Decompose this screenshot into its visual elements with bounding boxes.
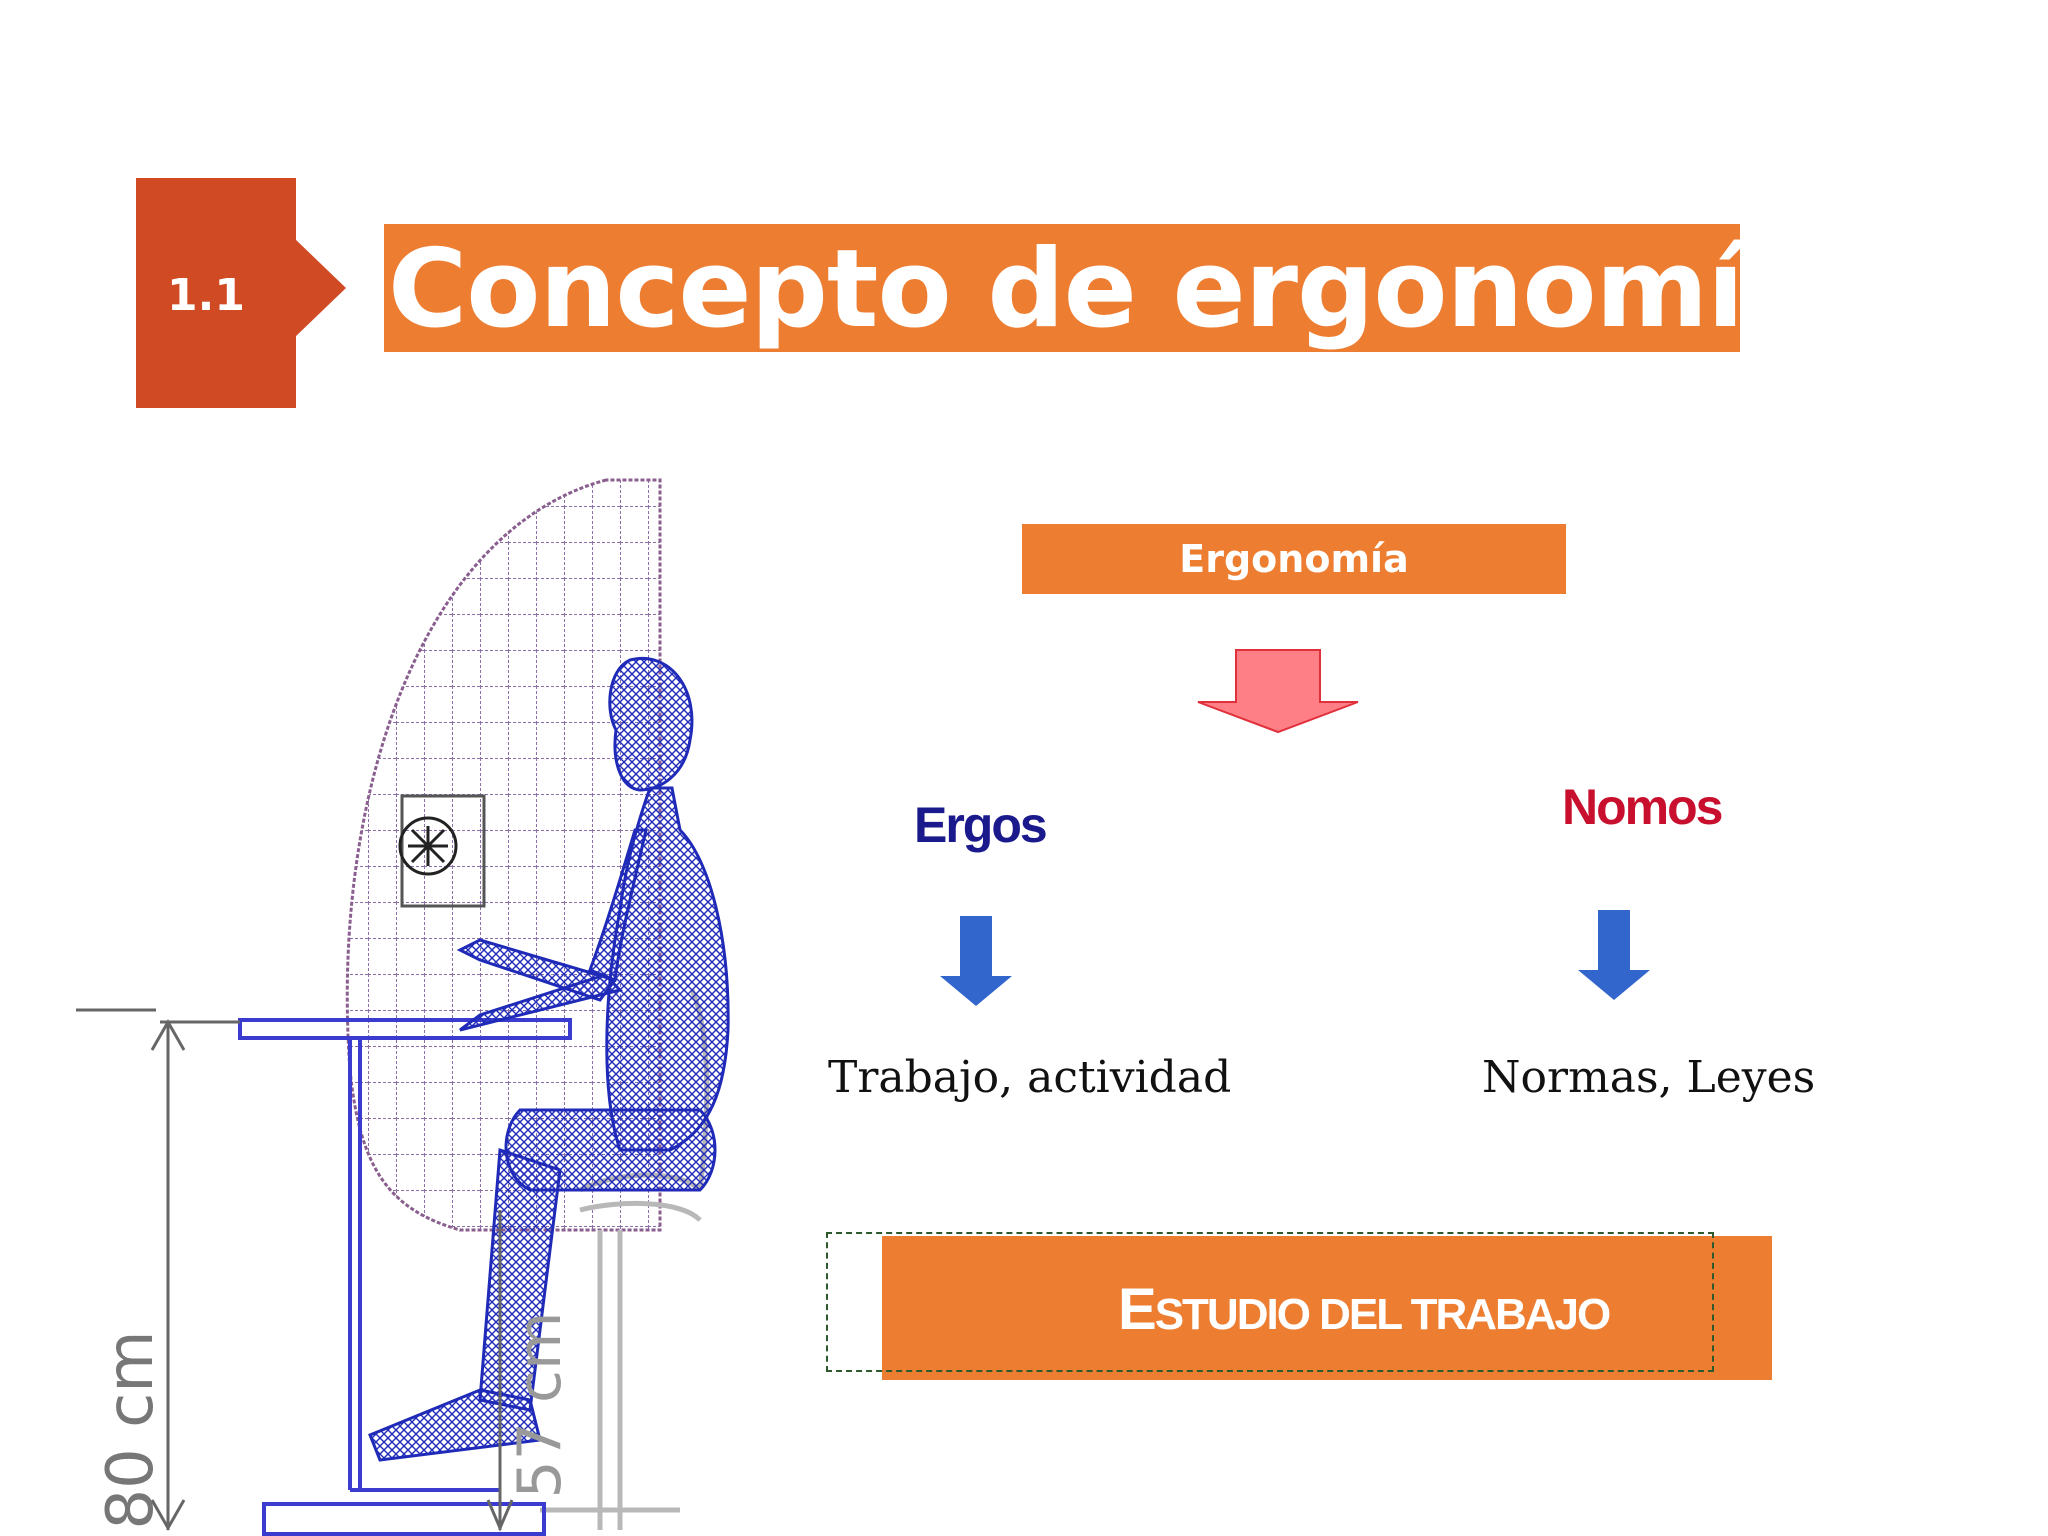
- result-box: [882, 1236, 1772, 1380]
- down-arrow-icon: [1578, 910, 1650, 1000]
- ergonomia-label: Ergonomía: [1179, 537, 1409, 581]
- down-arrow-icon: [940, 916, 1012, 1006]
- page-title: Concepto de ergonomía: [388, 227, 1816, 352]
- section-number: 1.1: [167, 270, 245, 321]
- ergonomia-root-box: Ergonomía: [1022, 524, 1566, 594]
- nomos-meaning: Normas, Leyes: [1482, 1052, 1816, 1103]
- ergonomic-workstation-illustration: 80 cm 57 cm: [76, 478, 730, 1536]
- section-badge: [136, 178, 296, 408]
- ergos-term: Ergos: [914, 797, 1048, 853]
- nomos-term: Nomos: [1562, 779, 1723, 835]
- result-label-initial: E: [1118, 1277, 1157, 1342]
- height-label-57: 57 cm: [505, 1312, 575, 1499]
- result-label-rest-word: STUDIO: [1154, 1290, 1311, 1339]
- result-selection-outline: [826, 1232, 1714, 1372]
- result-label-rest: DEL TRABAJO: [1308, 1290, 1611, 1339]
- title-bar: [384, 224, 1740, 352]
- down-arrow-icon: [1197, 649, 1359, 734]
- ergos-meaning: Trabajo, actividad: [828, 1052, 1232, 1103]
- result-label: ESTUDIO DEL TRABAJO: [1118, 1276, 1611, 1343]
- section-badge-arrow: [294, 238, 346, 338]
- height-label-80: 80 cm: [94, 1330, 168, 1529]
